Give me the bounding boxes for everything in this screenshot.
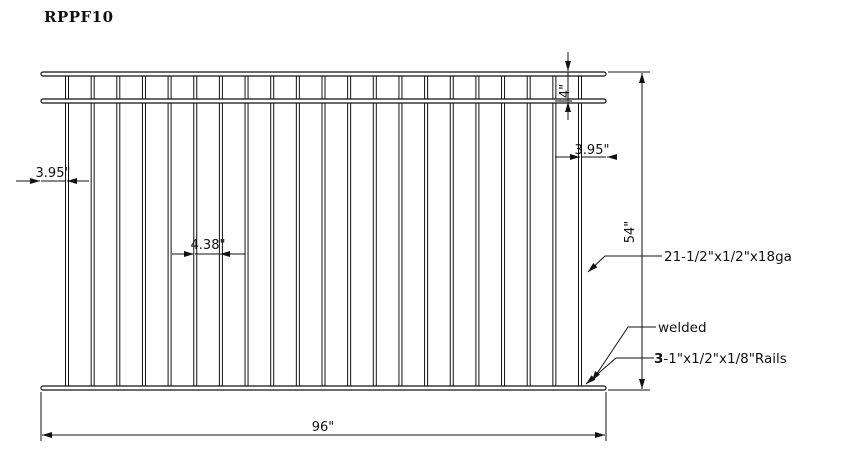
weld-callout-leader	[591, 326, 656, 382]
picket	[193, 71, 198, 391]
picket	[552, 71, 557, 391]
width-label: 96"	[312, 420, 335, 435]
picket	[347, 71, 352, 391]
picket-callout-leader	[587, 255, 662, 273]
picket	[116, 71, 121, 391]
drawing-title: RPPF10	[44, 8, 114, 26]
picket	[449, 71, 454, 391]
picket	[90, 71, 95, 391]
top-rail	[40, 71, 607, 77]
right-space-label: 3.95"	[575, 143, 610, 158]
picket-callout-label: 21-1/2"x1/2"x18ga	[664, 249, 792, 265]
weld-callout-label: welded	[658, 320, 707, 336]
picket	[295, 71, 300, 391]
picket	[167, 71, 172, 391]
picket	[141, 71, 146, 391]
top-gap-label: 4"	[558, 84, 573, 98]
picket	[475, 71, 480, 391]
picket-spacing-label: 4.38"	[191, 238, 226, 253]
rails-group	[40, 71, 607, 391]
picket	[65, 71, 69, 391]
picket	[501, 71, 506, 391]
height-label: 54"	[623, 221, 638, 244]
rails-count: 3	[654, 351, 663, 367]
rails-callout-leader	[585, 357, 654, 385]
picket	[244, 71, 249, 391]
picket	[578, 71, 582, 391]
picket	[372, 71, 377, 391]
left-space-label: 3.95"	[36, 166, 71, 181]
picket	[526, 71, 531, 391]
rails-callout-label: 3-1"x1/2"x1/8"Rails	[654, 351, 787, 367]
pickets-group	[65, 71, 582, 391]
bottom-rail	[40, 385, 607, 391]
picket	[321, 71, 326, 391]
picket	[218, 71, 223, 391]
picket	[398, 71, 403, 391]
picket	[270, 71, 275, 391]
rails-spec: -1"x1/2"x1/8"Rails	[663, 351, 786, 367]
middle-rail	[40, 98, 607, 104]
picket	[424, 71, 429, 391]
